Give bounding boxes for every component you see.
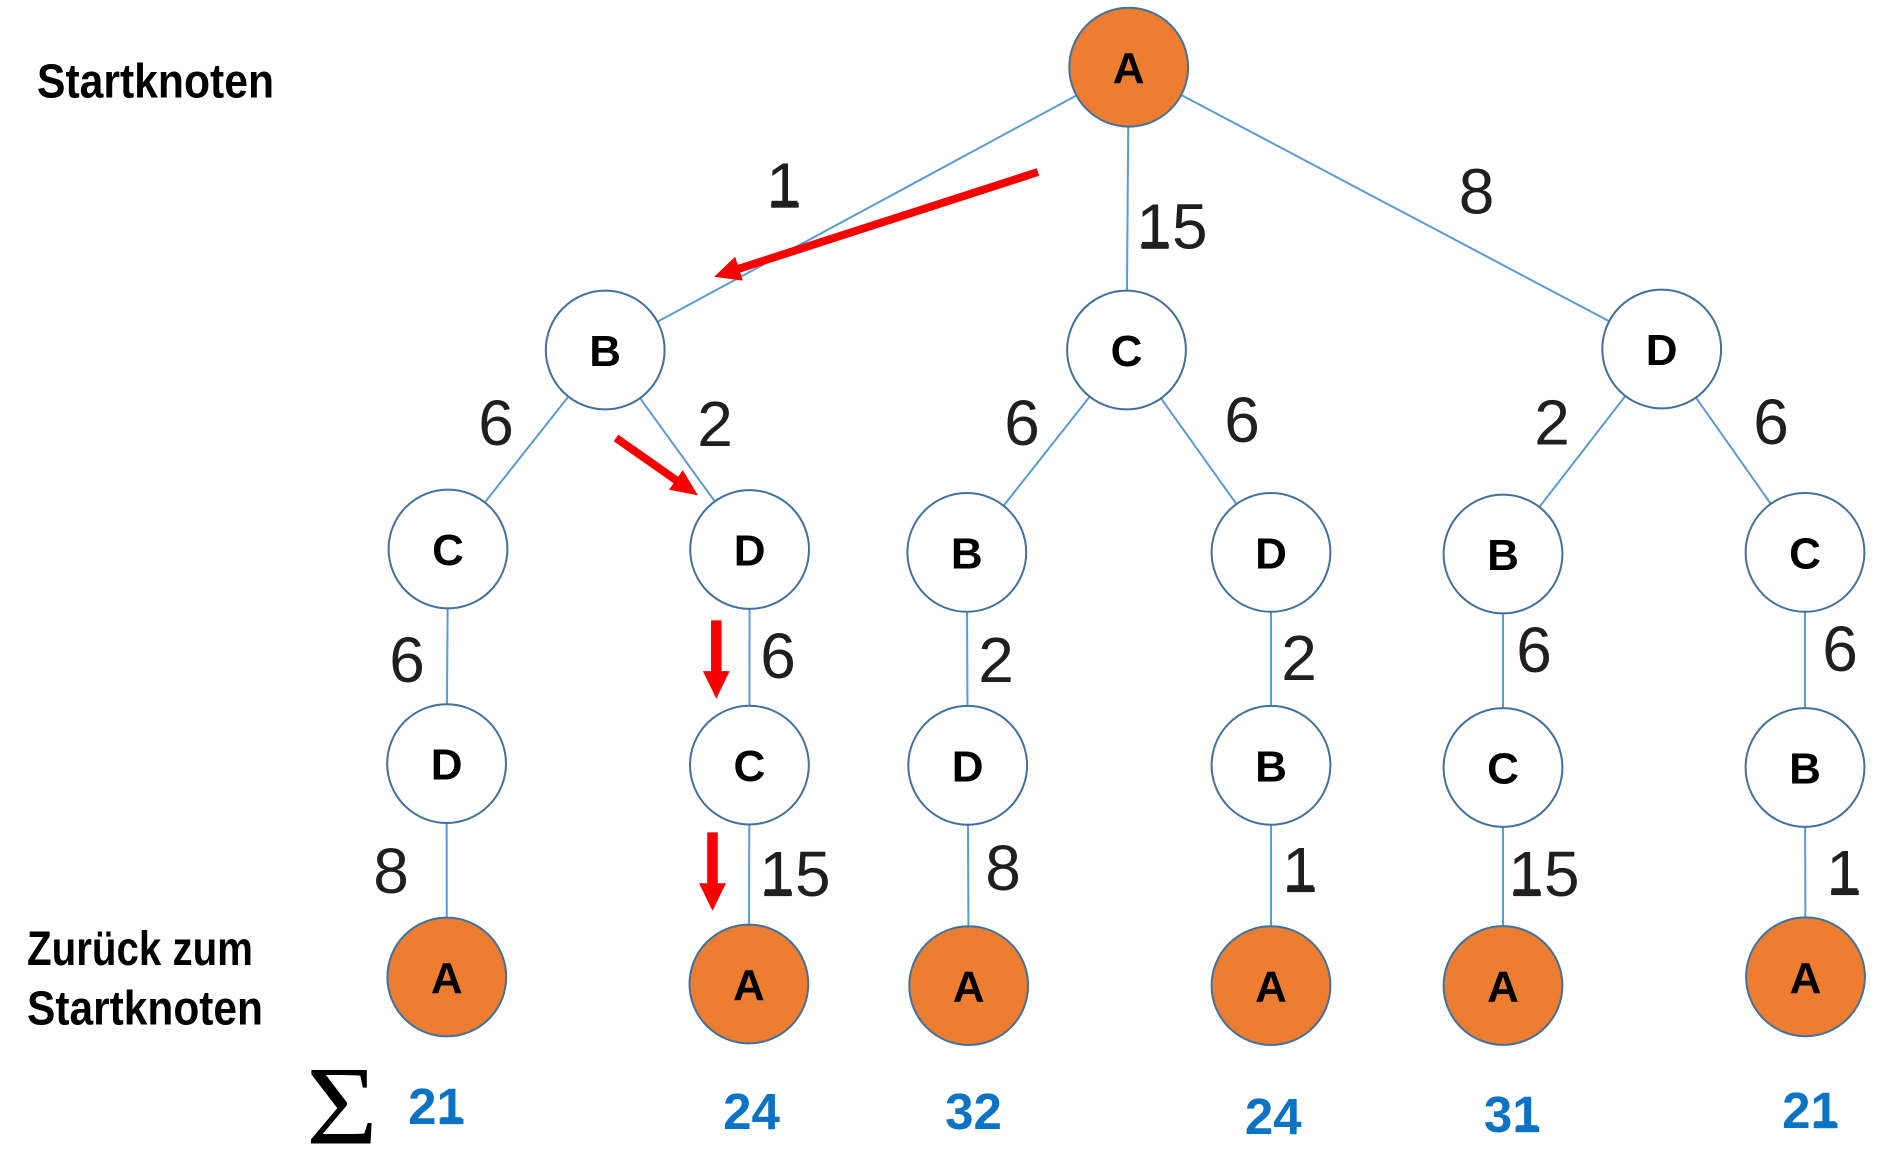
svg-text:D: D xyxy=(734,527,766,576)
svg-text:D: D xyxy=(431,741,463,790)
svg-text:D: D xyxy=(1646,326,1678,375)
svg-text:A: A xyxy=(1255,963,1287,1012)
svg-text:6: 6 xyxy=(1822,613,1858,685)
svg-text:2: 2 xyxy=(978,624,1014,696)
svg-text:C: C xyxy=(1487,745,1519,794)
svg-text:2: 2 xyxy=(1281,622,1317,694)
svg-text:Startknoten: Startknoten xyxy=(37,56,274,109)
svg-text:8: 8 xyxy=(985,832,1021,904)
svg-text:B: B xyxy=(589,327,621,376)
svg-text:Startknoten: Startknoten xyxy=(27,983,263,1036)
svg-text:1: 1 xyxy=(1282,834,1318,906)
svg-text:2: 2 xyxy=(697,388,733,460)
svg-text:6: 6 xyxy=(1753,386,1789,458)
svg-text:24: 24 xyxy=(1245,1088,1302,1145)
svg-text:6: 6 xyxy=(1516,614,1552,686)
svg-text:15: 15 xyxy=(759,838,830,910)
svg-text:B: B xyxy=(951,529,983,578)
svg-text:B: B xyxy=(1789,745,1821,794)
svg-text:15: 15 xyxy=(1508,838,1579,910)
svg-text:1: 1 xyxy=(1826,837,1862,909)
svg-text:C: C xyxy=(1111,327,1143,376)
svg-text:A: A xyxy=(733,961,765,1010)
svg-text:1: 1 xyxy=(766,150,802,222)
svg-text:6: 6 xyxy=(1004,387,1040,459)
svg-text:8: 8 xyxy=(1459,156,1495,228)
svg-text:D: D xyxy=(952,742,984,791)
svg-text:8: 8 xyxy=(373,835,409,907)
svg-text:A: A xyxy=(1113,44,1145,93)
svg-text:Zurück zum: Zurück zum xyxy=(27,923,253,976)
svg-text:31: 31 xyxy=(1484,1086,1541,1143)
svg-text:21: 21 xyxy=(1782,1082,1839,1139)
svg-text:C: C xyxy=(432,526,464,575)
svg-text:6: 6 xyxy=(760,620,796,692)
svg-text:A: A xyxy=(1487,963,1519,1012)
svg-text:15: 15 xyxy=(1136,191,1207,263)
svg-text:32: 32 xyxy=(945,1083,1002,1140)
svg-text:D: D xyxy=(1255,529,1287,578)
svg-text:C: C xyxy=(1789,529,1821,578)
svg-text:B: B xyxy=(1255,742,1287,791)
svg-text:Σ: Σ xyxy=(306,1045,378,1147)
svg-text:A: A xyxy=(1790,954,1822,1003)
svg-text:6: 6 xyxy=(389,624,425,696)
svg-text:6: 6 xyxy=(1224,384,1260,456)
svg-text:A: A xyxy=(431,954,463,1003)
svg-text:21: 21 xyxy=(408,1078,465,1135)
svg-text:C: C xyxy=(734,742,766,791)
svg-text:24: 24 xyxy=(723,1083,780,1140)
svg-text:A: A xyxy=(953,963,985,1012)
svg-text:2: 2 xyxy=(1534,387,1570,459)
svg-text:B: B xyxy=(1487,531,1519,580)
svg-text:6: 6 xyxy=(478,387,514,459)
